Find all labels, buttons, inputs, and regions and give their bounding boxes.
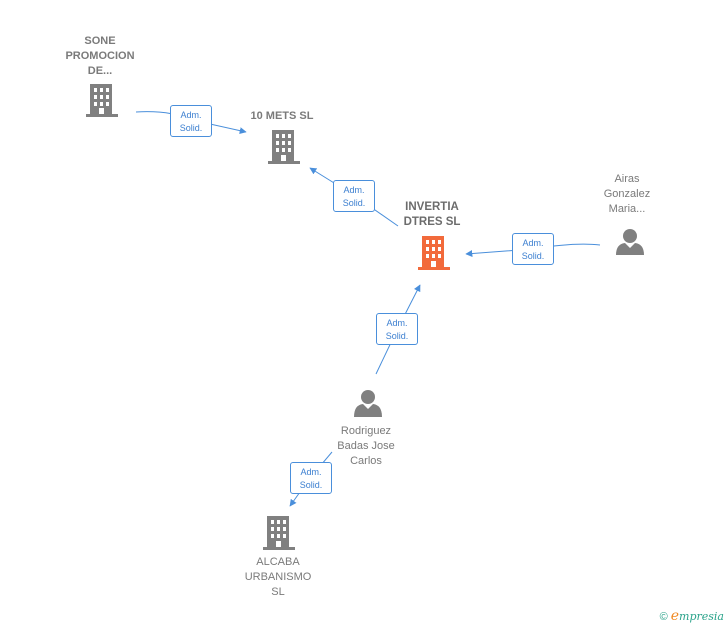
person-icon[interactable]: [354, 390, 382, 417]
node-label-mets[interactable]: 10 METS SL: [250, 110, 314, 122]
brand-watermark: © empresia: [660, 608, 724, 624]
building-icon[interactable]: [263, 516, 295, 550]
node-label-alcaba[interactable]: ALCABA URBANISMO SL: [244, 556, 312, 598]
edge-label-airas-invertia[interactable]: Adm. Solid.: [512, 233, 554, 265]
edge-label-sone-mets[interactable]: Adm. Solid.: [170, 105, 212, 137]
brand-logo-e: e: [670, 608, 680, 624]
node-label-invertia[interactable]: INVERTIA DTRES SL: [403, 201, 461, 228]
person-icon[interactable]: [616, 229, 644, 255]
edge-label-rodriguez-invertia[interactable]: Adm. Solid.: [376, 313, 418, 345]
copyright-icon: ©: [659, 611, 668, 623]
node-label-sone[interactable]: SONE PROMOCION DE...: [65, 35, 135, 77]
node-label-rodriguez[interactable]: Rodriguez Badas Jose Carlos: [337, 425, 395, 467]
brand-logo-text: mpresia: [679, 610, 724, 623]
building-icon[interactable]: [86, 84, 118, 117]
edge-label-invertia-mets[interactable]: Adm. Solid.: [333, 180, 375, 212]
edge-label-rodriguez-alcaba[interactable]: Adm. Solid.: [290, 462, 332, 494]
building-icon-focus[interactable]: [418, 236, 450, 270]
node-label-airas[interactable]: Airas Gonzalez Maria...: [603, 173, 651, 215]
building-icon[interactable]: [268, 130, 300, 164]
